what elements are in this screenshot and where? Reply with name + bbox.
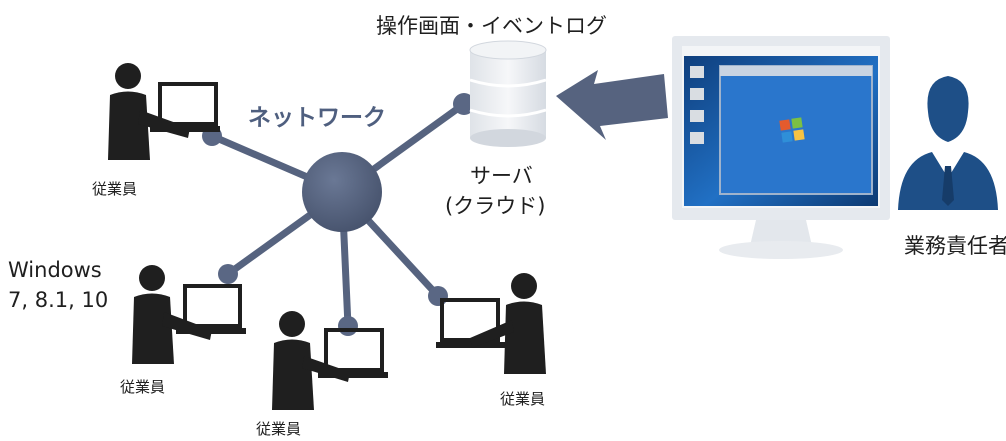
os-label-line2: 7, 8.1, 10 <box>8 288 109 312</box>
businessman-icon <box>898 76 998 210</box>
laptop-icon <box>176 284 246 334</box>
os-label-line1: Windows <box>8 258 102 282</box>
monitor-icon <box>672 36 890 259</box>
employee-label-top: 従業員 <box>92 180 138 198</box>
node-server <box>453 93 475 115</box>
network-label: ネットワーク <box>248 105 386 131</box>
node-employee-left <box>218 264 238 284</box>
person-icon <box>132 265 212 364</box>
person-icon <box>108 63 190 160</box>
laptop-icon <box>318 328 388 378</box>
screen-log-title: 操作画面・イベントログ <box>376 14 607 38</box>
network-hub <box>302 152 382 232</box>
database-icon <box>469 40 547 147</box>
server-label: サーバ <box>470 164 533 188</box>
person-icon <box>470 273 546 374</box>
employee-label-bottom: 従業員 <box>256 420 302 438</box>
employee-bottom <box>272 311 388 410</box>
node-employee-bottom <box>338 316 358 336</box>
laptop-icon <box>150 82 220 132</box>
employee-right <box>436 273 546 374</box>
node-employee-right <box>428 286 448 306</box>
employee-left <box>132 265 246 364</box>
windows-logo <box>779 117 805 143</box>
employee-top <box>108 63 220 160</box>
manager-label: 業務責任者 <box>904 234 1006 258</box>
employee-label-right: 従業員 <box>500 390 546 408</box>
employee-label-left: 従業員 <box>120 378 166 396</box>
arrow-left-icon <box>556 70 668 140</box>
laptop-icon <box>436 298 506 348</box>
server-cloud-label: (クラウド) <box>445 194 546 218</box>
